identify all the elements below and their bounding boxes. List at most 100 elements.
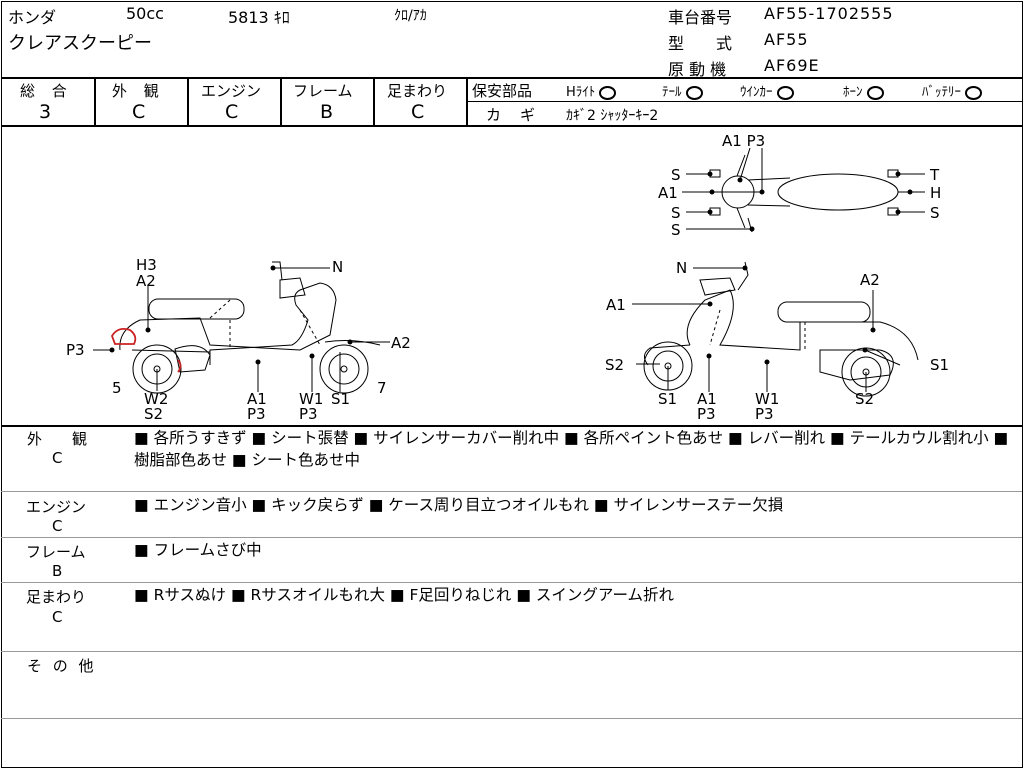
remark-text: ■ Rサスぬけ ■ Rサスオイルもれ大 ■ F足回りねじれ ■ スイングアーム折… <box>134 586 675 604</box>
maker: ホンダ <box>8 8 57 27</box>
mark-label: P3 <box>755 405 774 423</box>
type-value: AF55 <box>764 30 809 49</box>
remark-label: エンジン <box>26 498 87 516</box>
type-label: 型 式 <box>668 34 733 53</box>
divider <box>373 77 375 126</box>
mark-label: A1 <box>606 296 626 314</box>
mark-label: A1 P3 <box>722 132 765 150</box>
divider <box>1 537 1022 538</box>
remark-grade: B <box>52 562 63 580</box>
remark-label: 足まわり <box>26 588 87 606</box>
mark-label: W1 <box>299 390 323 408</box>
ok-circle-icon <box>685 85 703 100</box>
divider <box>1 125 1022 127</box>
mark-label: A2 <box>860 271 880 289</box>
remark-text: ■ フレームさび中 <box>134 541 262 559</box>
divider <box>1 651 1022 652</box>
safety-winker: ｳｲﾝｶｰ <box>740 81 794 100</box>
mark-label: P3 <box>66 341 85 359</box>
divider <box>467 101 1022 102</box>
frame-no-label: 車台番号 <box>668 8 733 27</box>
tail-label: ﾃｰﾙ <box>662 85 682 100</box>
mark-label: S <box>671 204 681 222</box>
divider <box>1 77 1022 79</box>
color: ｸﾛ/ｱｶ <box>394 8 427 24</box>
remark-grade: C <box>52 608 63 626</box>
suspension-grade: C <box>411 101 425 123</box>
mark-label: 5 <box>112 379 122 397</box>
mark-label: 7 <box>377 379 387 397</box>
remark-grade: C <box>52 517 63 535</box>
safety-horn: ﾎｰﾝ <box>843 81 884 100</box>
ok-circle-icon <box>599 85 617 100</box>
divider <box>94 77 96 126</box>
headlight-label: Hﾗｲﾄ <box>566 85 596 100</box>
mark-label: S <box>930 204 940 222</box>
mark-label: A1 <box>247 390 267 408</box>
mark-label: T <box>929 166 940 184</box>
scooter-diagram: H3 A2 P3 N A2 5 7 W2 S2 A1 P3 W1 P3 S1 A… <box>66 132 949 423</box>
ok-circle-icon <box>866 85 884 100</box>
mark-label: S <box>671 221 681 239</box>
mark-label: S <box>671 166 681 184</box>
mark-label: S1 <box>658 390 677 408</box>
engine-grade: C <box>225 101 239 123</box>
remark-text: ■ 各所うすきず ■ シート張替 ■ サイレンサーカバー削れ中 ■ 各所ペイント… <box>134 429 1009 469</box>
mark-label: W2 <box>144 390 168 408</box>
divider <box>466 77 468 126</box>
overall-label: 総 合 <box>20 82 73 100</box>
key-value: ｶｷﾞ2 ｼｬｯﾀｰｷｰ2 <box>566 108 659 124</box>
divider <box>280 77 282 126</box>
mark-label: W1 <box>755 390 779 408</box>
remark-label: そ の 他 <box>27 657 97 675</box>
divider <box>1 491 1022 492</box>
horn-label: ﾎｰﾝ <box>843 85 863 100</box>
mark-label: S2 <box>144 405 163 423</box>
top-view-scooter <box>709 154 910 233</box>
remark-text: ■ エンジン音小 ■ キック戻らず ■ ケース周り目立つオイルもれ ■ サイレン… <box>134 496 784 514</box>
mark-label: A2 <box>136 272 156 290</box>
battery-label: ﾊﾞｯﾃﾘｰ <box>922 85 961 100</box>
leader-lines <box>93 147 925 392</box>
safety-battery: ﾊﾞｯﾃﾘｰ <box>922 81 982 100</box>
model-name: クレアスクーピー <box>8 33 152 54</box>
mark-label: A1 <box>697 390 717 408</box>
safety-tail: ﾃｰﾙ <box>662 81 703 100</box>
divider <box>1 718 1022 719</box>
engine-label: 原 動 機 <box>668 60 727 79</box>
displacement: 50cc <box>126 4 164 23</box>
engine-grade-label: エンジン <box>201 82 262 100</box>
mark-label: A2 <box>391 334 411 352</box>
divider <box>187 77 189 126</box>
ok-circle-icon <box>776 85 794 100</box>
mark-label: P3 <box>299 405 318 423</box>
mark-label: H3 <box>136 256 157 274</box>
engine-value: AF69E <box>764 56 820 75</box>
mark-label: N <box>332 258 343 276</box>
winker-label: ｳｲﾝｶｰ <box>740 85 773 100</box>
mark-dots <box>109 171 913 365</box>
frame-no: AF55-1702555 <box>764 4 894 23</box>
frame-grade: B <box>320 101 334 123</box>
mark-label: A1 <box>658 184 678 202</box>
mark-label: N <box>676 259 687 277</box>
mark-label: S2 <box>605 356 624 374</box>
mark-label: S2 <box>855 390 874 408</box>
mark-label: P3 <box>247 405 266 423</box>
mark-label: S1 <box>930 356 949 374</box>
overall-grade: 3 <box>39 101 52 123</box>
remark-grade: C <box>52 449 63 467</box>
mileage: 5813 ｷﾛ <box>228 8 290 27</box>
remark-label: フレーム <box>26 543 86 561</box>
exterior-label: 外 観 <box>112 82 165 100</box>
divider <box>1 582 1022 583</box>
safety-headlight: Hﾗｲﾄ <box>566 81 617 100</box>
left-side-view-scooter <box>119 261 381 394</box>
damage-mark <box>111 327 182 373</box>
safety-label: 保安部品 <box>472 82 533 100</box>
exterior-grade: C <box>132 101 146 123</box>
mark-label: S1 <box>331 390 350 408</box>
frame-grade-label: フレーム <box>293 82 353 100</box>
mark-label: P3 <box>697 405 716 423</box>
ok-circle-icon <box>965 85 982 100</box>
